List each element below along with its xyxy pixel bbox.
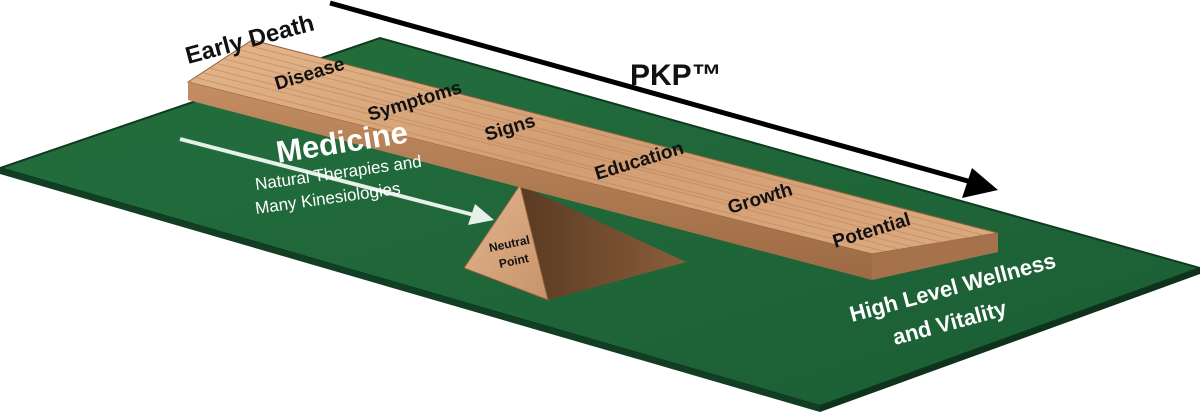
wood-grain-line — [237, 48, 971, 239]
wood-grain-line — [244, 44, 985, 236]
wooden-plank — [186, 39, 999, 280]
wood-grain-line — [223, 58, 943, 243]
wood-grain-line — [216, 62, 929, 246]
pkp-label: PKP™ — [630, 59, 722, 92]
wood-grain-line — [202, 72, 901, 250]
medicine-arrow — [179, 137, 494, 225]
pkp-arrow — [329, 0, 998, 198]
ground-edge-right — [820, 268, 1200, 412]
neutral-point-fulcrum — [463, 183, 686, 301]
wood-grain-line — [194, 76, 887, 253]
wood-grain-line — [230, 53, 957, 241]
neutral-point-line2: Point — [498, 251, 530, 271]
wood-grain-line — [209, 67, 915, 248]
ground-edge — [0, 168, 820, 412]
